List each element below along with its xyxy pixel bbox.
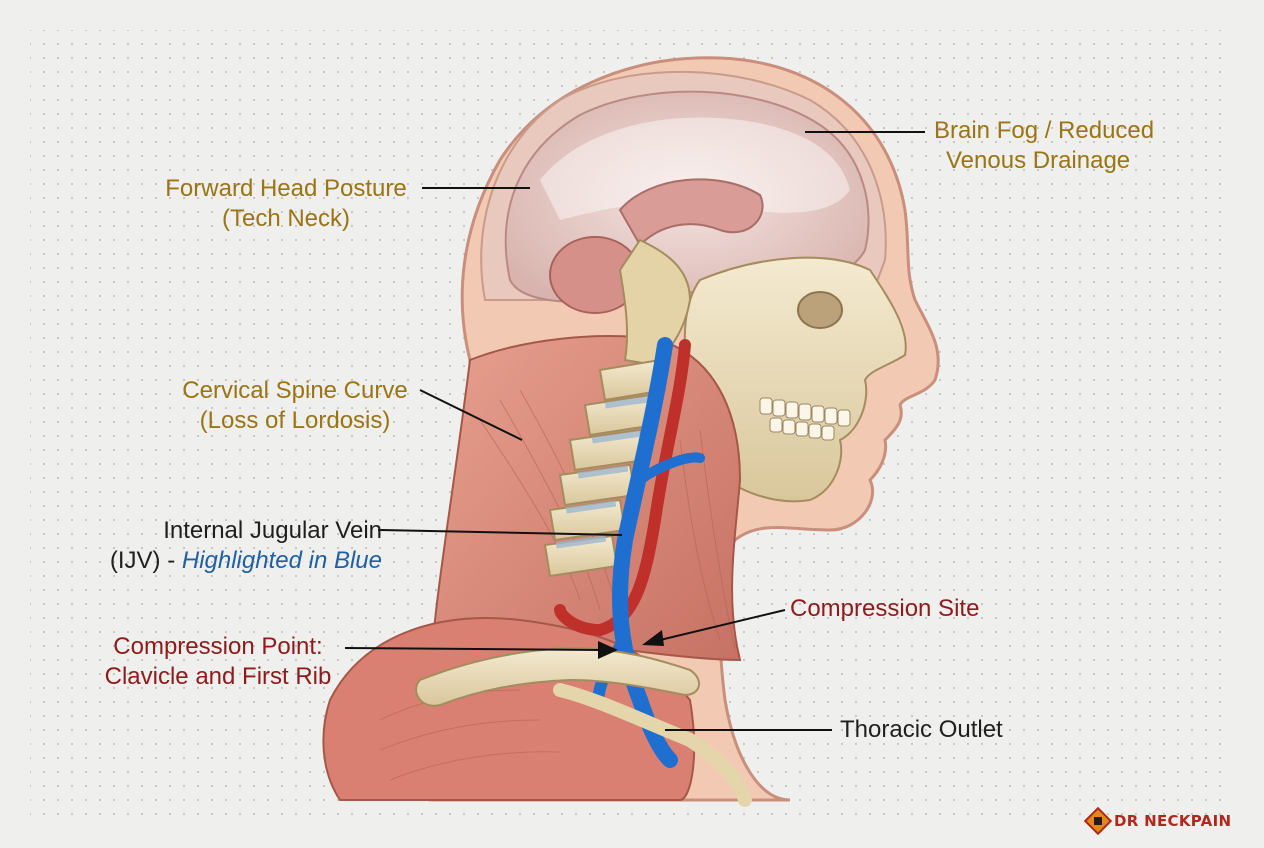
arrowhead-compression-point — [598, 641, 618, 659]
label-forward-head-line1: Forward Head Posture — [165, 175, 407, 202]
label-ijv-line2: (IJV) - Highlighted in Blue — [92, 546, 382, 576]
teeth — [759, 397, 851, 441]
label-thoracic-outlet: Thoracic Outlet — [840, 715, 1003, 745]
first-rib — [553, 683, 752, 807]
leader-lines — [344, 131, 925, 731]
label-forward-head: Forward Head Posture (Tech Neck) — [156, 174, 416, 234]
label-cervical-line1: Cervical Spine Curve — [182, 377, 408, 404]
label-ijv-prefix: (IJV) - — [109, 547, 182, 574]
eye-orbit — [797, 291, 843, 329]
label-brain-fog-line2: Venous Drainage — [946, 147, 1131, 174]
brand-logo: DR NECKPAIN — [1083, 806, 1232, 836]
carotid-artery — [554, 339, 691, 637]
arrowheads — [598, 630, 664, 659]
facial-vein-branch — [635, 452, 705, 485]
label-compression-site-text: Compression Site — [790, 595, 980, 622]
label-compression-point-line2: Clavicle and First Rib — [104, 663, 332, 690]
label-brain-fog: Brain Fog / Reduced Venous Drainage — [934, 116, 1154, 176]
label-thoracic-outlet-text: Thoracic Outlet — [840, 716, 1003, 743]
corpus-callosum — [618, 178, 764, 247]
intervertebral-discs — [555, 395, 656, 549]
label-compression-point: Compression Point: Clavicle and First Ri… — [96, 632, 340, 692]
leader-ijv — [377, 529, 623, 536]
label-compression-point-line1: Compression Point: — [113, 633, 323, 660]
label-ijv-highlight: Highlighted in Blue — [181, 547, 382, 574]
label-cervical-spine: Cervical Spine Curve (Loss of Lordosis) — [170, 376, 420, 436]
logo-icon — [1083, 806, 1113, 836]
brain-fog-haze — [540, 117, 850, 220]
logo-text: DR NECKPAIN — [1114, 812, 1232, 830]
arrowhead-compression-site — [642, 630, 664, 646]
leader-compression-point — [344, 647, 601, 651]
label-ijv-line1: Internal Jugular Vein — [163, 517, 382, 544]
label-brain-fog-line1: Brain Fog / Reduced — [934, 117, 1155, 144]
leader-compression-site — [659, 609, 786, 641]
label-cervical-line2: (Loss of Lordosis) — [199, 407, 391, 434]
label-compression-site: Compression Site — [790, 594, 979, 624]
leader-cervical — [419, 389, 523, 441]
label-forward-head-line2: (Tech Neck) — [221, 205, 351, 232]
label-ijv: Internal Jugular Vein (IJV) - Highlighte… — [92, 516, 382, 576]
